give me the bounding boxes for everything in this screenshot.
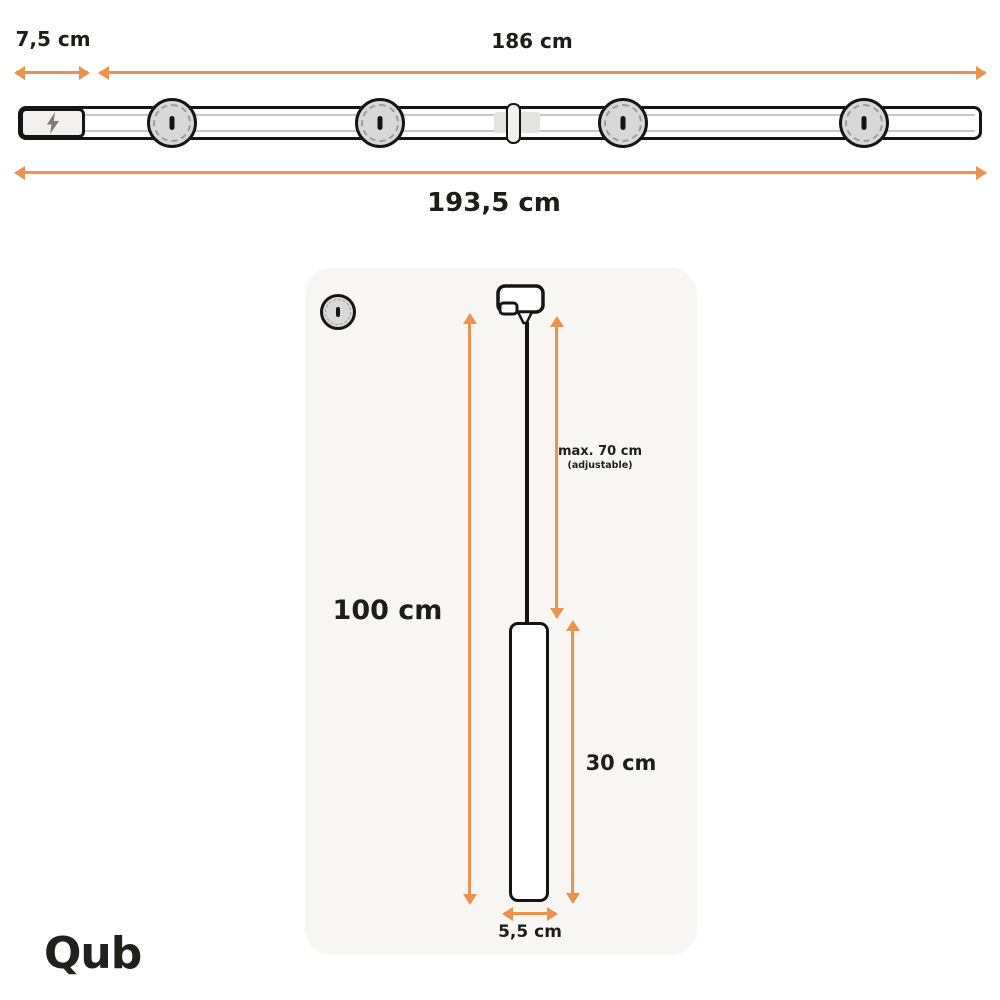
connector-dashed-ring xyxy=(845,104,883,142)
track-length-label: 186 cm xyxy=(491,29,573,53)
connector-slot xyxy=(336,307,340,317)
track-connector-icon xyxy=(355,98,405,148)
track-connector-icon xyxy=(839,98,889,148)
power-feed-endcap xyxy=(20,108,85,138)
track-connector-icon xyxy=(147,98,197,148)
total-drop-dimension-arrow xyxy=(462,313,477,905)
lightning-bolt-icon xyxy=(46,112,59,134)
shade-height-dimension-arrow xyxy=(565,620,580,904)
shade-height-label: 30 cm xyxy=(585,751,657,775)
shade-diameter-label: 5,5 cm xyxy=(498,922,562,942)
rail-joiner-clip xyxy=(506,103,521,144)
track-connector-icon xyxy=(598,98,648,148)
total-length-label: 193,5 cm xyxy=(427,188,561,218)
track-length-dimension-arrow xyxy=(98,65,987,80)
shade-diameter-dimension-arrow xyxy=(502,906,558,921)
pendant-cord xyxy=(525,322,529,622)
connector-dashed-ring xyxy=(604,104,642,142)
connector-slot xyxy=(169,116,175,130)
pendant-shade xyxy=(509,622,549,902)
cord-adjustable-note: (adjustable) xyxy=(567,460,633,471)
cord-length-dimension-arrow xyxy=(549,316,564,619)
power-feed-length-label: 7,5 cm xyxy=(15,27,91,51)
power-feed-dimension-arrow xyxy=(14,65,90,80)
connector-dashed-ring xyxy=(153,104,191,142)
total-length-dimension-arrow xyxy=(14,165,987,180)
connector-slot xyxy=(861,116,867,130)
connector-slot xyxy=(377,116,383,130)
total-drop-label: 100 cm xyxy=(332,595,443,626)
track-connector-icon xyxy=(320,294,356,330)
brand-logo: Qub xyxy=(44,928,142,979)
connector-dashed-ring xyxy=(325,299,351,325)
connector-dashed-ring xyxy=(361,104,399,142)
track-adapter-drawing xyxy=(496,284,545,325)
pendant-detail-panel: 100 cm max. 70 cm (adjustable) 30 cm 5,5… xyxy=(305,268,697,955)
connector-slot xyxy=(620,116,626,130)
cord-max-length-label: max. 70 cm xyxy=(557,444,643,459)
